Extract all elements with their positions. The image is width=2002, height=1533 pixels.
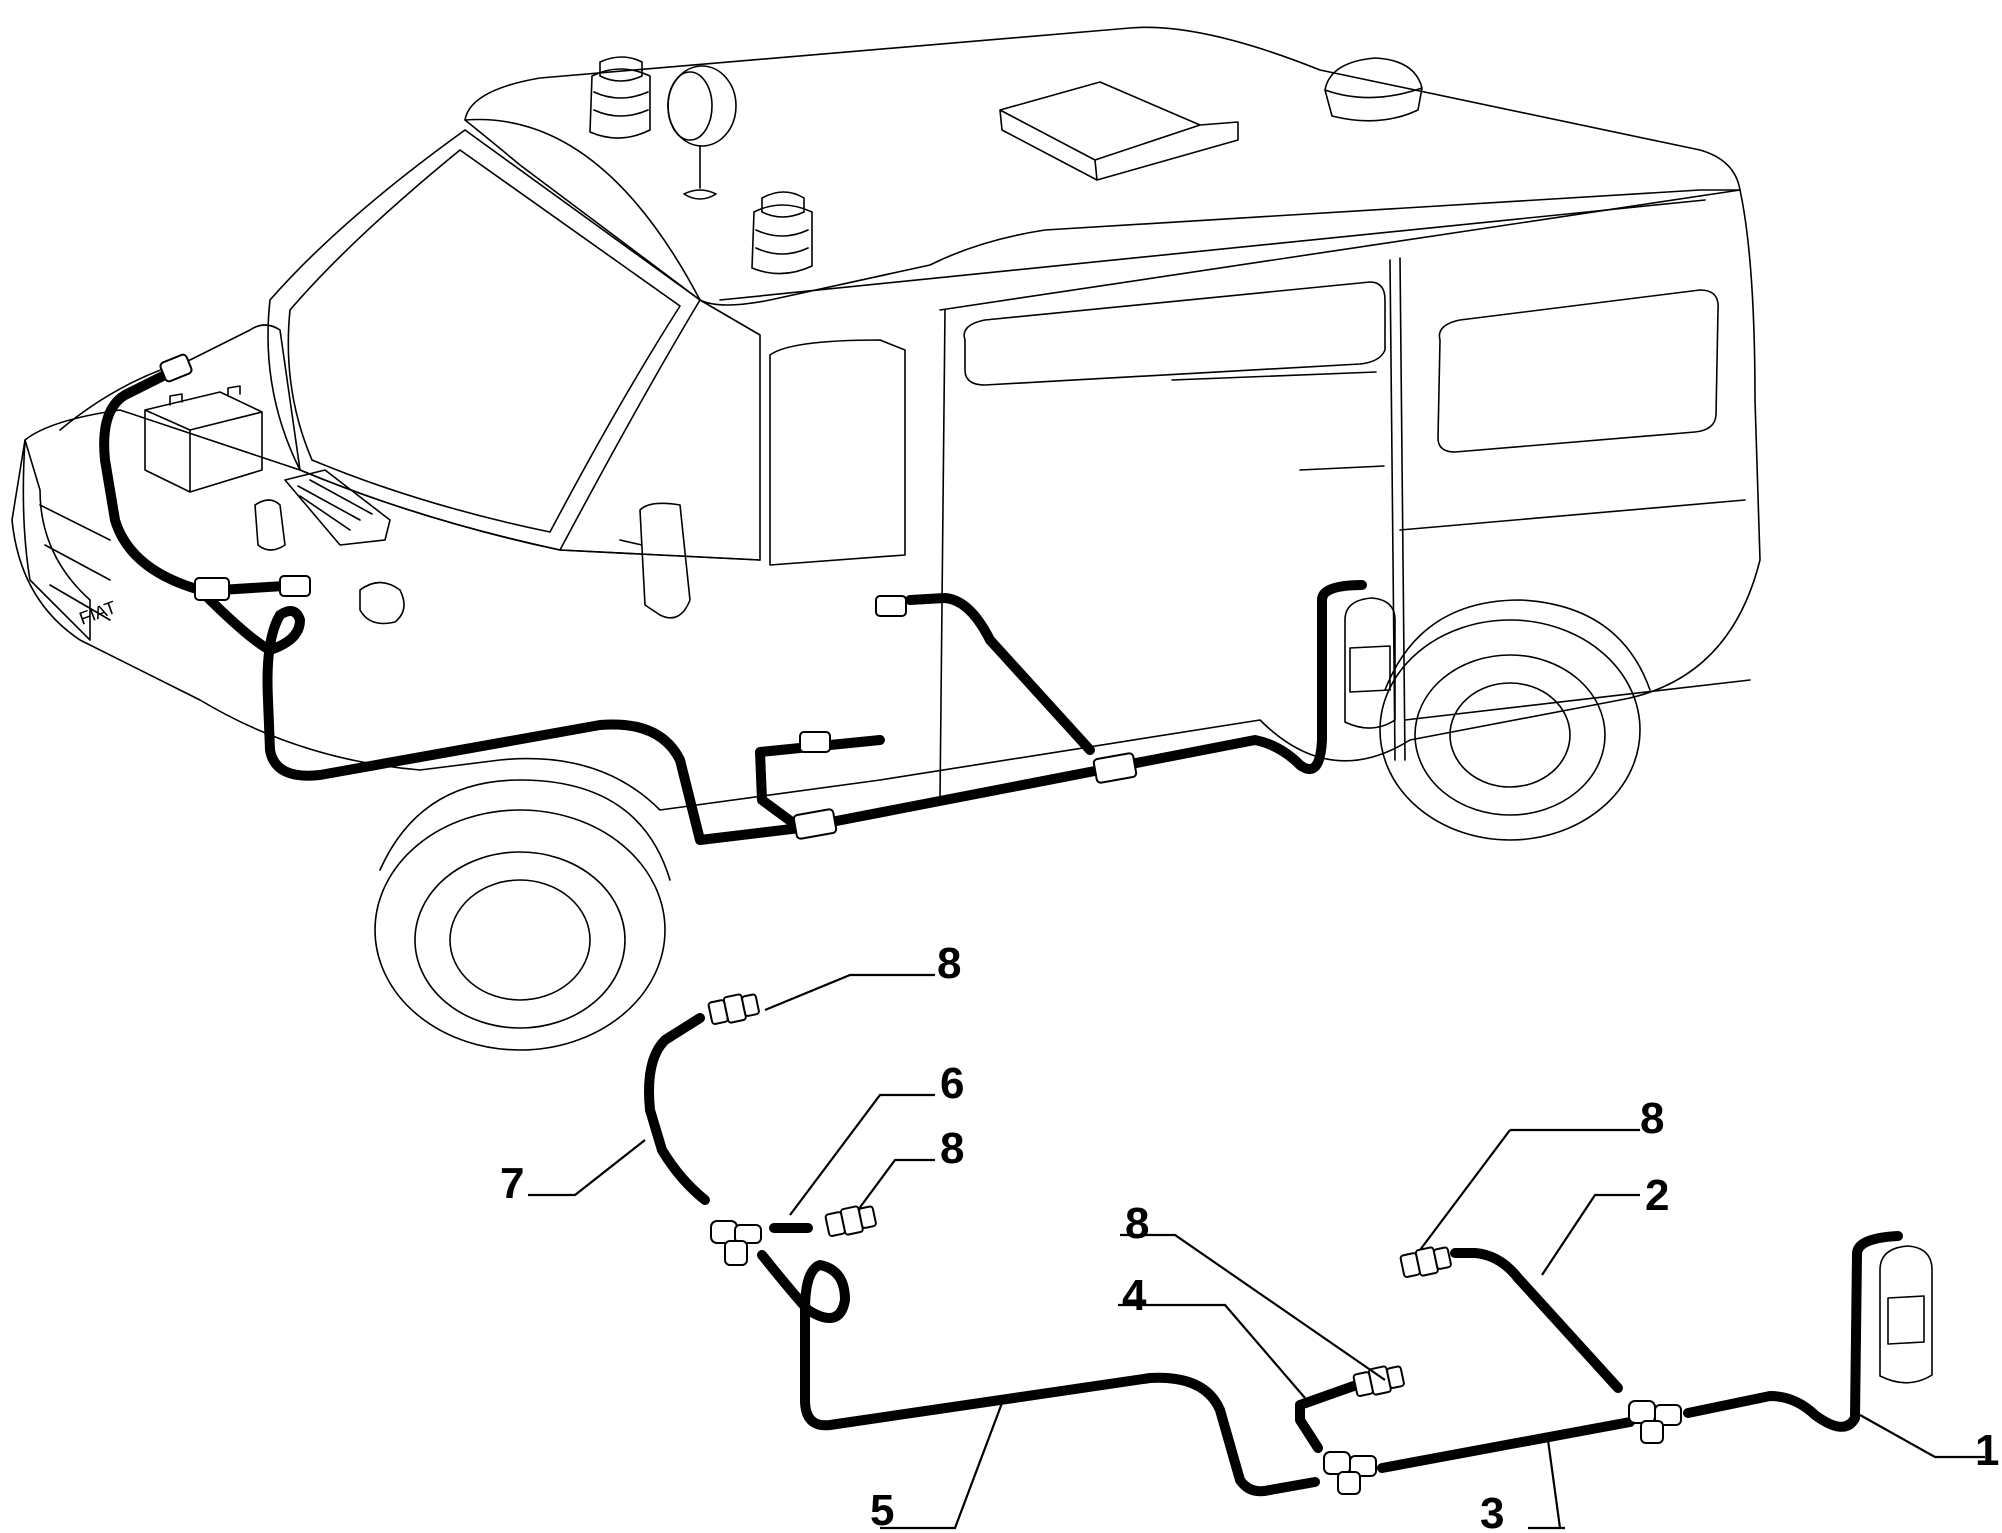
callout-4: 4 <box>1122 1271 1147 1320</box>
fitting-icon <box>1092 752 1138 784</box>
tee-fitting-lower <box>1323 1451 1377 1495</box>
callout-5: 5 <box>870 1486 894 1533</box>
fitting-icon <box>279 575 311 597</box>
body-side <box>11 189 1761 811</box>
hose-3 <box>1377 1417 1635 1473</box>
beacon-front <box>589 56 651 139</box>
leader-lines <box>528 973 1985 1530</box>
tee-fitting-upper <box>710 1220 762 1266</box>
hood <box>59 324 301 471</box>
callout-3: 3 <box>1480 1489 1504 1533</box>
callout-8-top: 8 <box>937 939 961 988</box>
fitting-8-mid <box>824 1205 877 1237</box>
callout-6: 6 <box>940 1059 964 1108</box>
callout-8-mid: 8 <box>940 1124 964 1173</box>
exploded-hose-set <box>644 993 1933 1497</box>
windshield <box>267 129 701 551</box>
van-extinguisher <box>1344 597 1396 729</box>
side-mirror <box>619 502 691 619</box>
fitting-icon <box>194 577 230 601</box>
fitting-8-lower <box>1352 1365 1405 1397</box>
roof-vent <box>999 81 1239 181</box>
callout-2: 2 <box>1645 1171 1669 1220</box>
hose-4 <box>1295 1377 1370 1453</box>
fitting-8-top <box>707 993 760 1025</box>
fitting-icon <box>159 353 193 383</box>
fitting-8-right <box>1399 1246 1452 1278</box>
van-hose-routing <box>99 353 1367 845</box>
callout-8-right: 8 <box>1640 1094 1664 1143</box>
callout-1: 1 <box>1975 1426 1999 1475</box>
battery <box>144 385 263 493</box>
fitting-icon <box>799 731 831 753</box>
side-window <box>769 339 906 566</box>
fire-extinguisher <box>1879 1245 1933 1384</box>
roof-dome <box>1324 57 1423 122</box>
callout-7: 7 <box>500 1159 524 1208</box>
spotlight <box>667 65 737 200</box>
front-wheel <box>374 779 671 1051</box>
beacon-rear <box>751 191 813 275</box>
callouts: 8 6 8 7 5 8 4 8 2 3 1 <box>500 939 1999 1533</box>
rear-wheel <box>1379 599 1651 841</box>
van-badge: FIAT <box>77 597 119 629</box>
hose-2 <box>1450 1248 1623 1393</box>
callout-8-lower: 8 <box>1125 1199 1149 1248</box>
fitting-icon <box>875 595 907 617</box>
hose-7 <box>644 1013 710 1205</box>
engine <box>254 469 405 625</box>
hose-1 <box>1683 1231 1903 1432</box>
fitting-icon <box>792 808 838 840</box>
tee-fitting-right <box>1628 1400 1682 1444</box>
front-grille <box>22 439 111 641</box>
van-illustration: FIAT <box>11 26 1761 1051</box>
van-roof <box>464 26 1741 306</box>
hose-5 <box>757 1250 1320 1497</box>
